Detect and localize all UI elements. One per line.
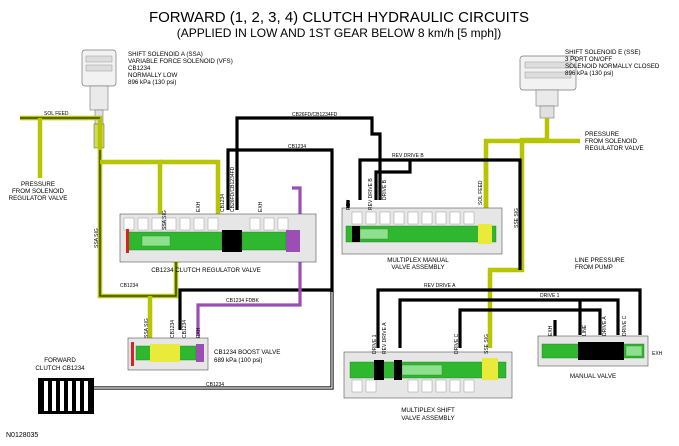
line-pressure-2: FROM PUMP	[575, 264, 613, 271]
shift-solenoid-e	[519, 55, 577, 119]
label-rev: REV	[346, 199, 352, 210]
pressure-right-3: REGULATOR VALVE	[585, 145, 644, 152]
shift-mux-label-2: VALVE ASSEMBLY	[401, 415, 454, 422]
pressure-left-2: FROM SOLENOID	[12, 188, 64, 195]
label-sol-feed: SOL FEED	[44, 111, 69, 117]
multiplex-manual-valve	[341, 207, 503, 255]
ssa-label-3: CB1234	[128, 65, 151, 72]
label-drive-a: DRIVE A	[602, 316, 608, 336]
ssa-label-4: NORMALLY LOW	[128, 72, 177, 79]
multiplex-shift-valve	[343, 351, 513, 399]
label-drive-b-v: DRIVE B	[382, 179, 388, 200]
label-sol-feed-v: SOL FEED	[478, 180, 484, 205]
pressure-left-3: REGULATOR VALVE	[9, 195, 68, 202]
pressure-right-2: FROM SOLENOID	[585, 138, 637, 145]
figure-id: N0128035	[6, 432, 38, 439]
manual-mux-label-2: VALVE ASSEMBLY	[391, 264, 444, 271]
label-cb1234-top: CB1234	[288, 144, 306, 150]
sse-label-4: 896 kPa (130 psi)	[565, 70, 614, 77]
clutch-label-1: FORWARD	[44, 357, 76, 364]
label-ssa-sig: SSA SIG	[94, 228, 100, 248]
label-cb26fd-v: CB26FD/CB1234FD	[230, 166, 236, 212]
label-exh-boost: EXH	[196, 327, 202, 338]
manual-mux-label-1: MULTIPLEX MANUAL	[387, 257, 449, 264]
label-cb26fd-top: CB26FD/CB1234FD	[292, 112, 338, 118]
hydraulic-lines	[90, 116, 642, 390]
sse-label-1: SHIFT SOLENOID E (SSE)	[565, 49, 641, 56]
label-cb1234-boost1: CB1234	[170, 320, 176, 338]
label-rev-drive-b-v: REV DRIVE B	[368, 178, 374, 210]
line-pressure-1: LINE PRESSURE	[575, 257, 625, 264]
diagram-subtitle: (APPLIED IN LOW AND 1ST GEAR BELOW 8 km/…	[177, 26, 502, 40]
label-rev-drive-b: REV DRIVE B	[392, 153, 424, 159]
diagram-title: FORWARD (1, 2, 3, 4) CLUTCH HYDRAULIC CI…	[149, 9, 529, 26]
label-cb1234-low: CB1234	[120, 283, 138, 289]
sse-label-3: SOLENOID NORMALLY CLOSED	[565, 63, 660, 70]
ssa-label-5: 896 kPa (130 psi)	[128, 79, 177, 86]
label-drive-1: DRIVE 1	[540, 293, 560, 299]
clutch-label-2: CLUTCH CB1234	[35, 365, 85, 372]
label-sse-sig: SSE SIG	[514, 208, 520, 228]
cb1234-regulator-valve	[119, 213, 317, 263]
label-drive-c: DRIVE C	[622, 315, 628, 336]
label-cb1234-v: CB1234	[220, 194, 226, 212]
label-rev-drive-a: REV DRIVE A	[424, 283, 456, 289]
sse-label-2: 3 PORT ON/OFF	[565, 56, 612, 63]
label-cb1234-fdbk: CB1234 FDBK	[226, 298, 259, 304]
pressure-right-1: PRESSURE	[585, 131, 619, 138]
ssa-label-2: VARIABLE FORCE SOLENOID (VFS)	[128, 58, 233, 65]
manual-valve	[537, 335, 649, 367]
reg-valve-label: CB1234 CLUTCH REGULATOR VALVE	[151, 267, 261, 274]
boost-valve-label-2: 689 kPa (100 psi)	[214, 357, 263, 364]
label-exh-1: EXH	[196, 201, 202, 212]
pressure-left-1: PRESSURE	[21, 181, 55, 188]
label-drive-1-v: DRIVE 1	[372, 334, 378, 354]
boost-valve-label-1: CB1234 BOOST VALVE	[214, 349, 280, 356]
label-exh-manual: EXH	[548, 325, 554, 336]
label-sse-sig-v: SSE SIG	[484, 334, 490, 354]
label-drive-c-v: DRIVE C	[454, 333, 460, 354]
label-rev-drive-a-v: REV DRIVE A	[382, 322, 388, 354]
label-cb1234-bottom: CB1234	[206, 382, 224, 388]
label-cb1234-boost2: CB1234	[182, 320, 188, 338]
label-ssa-sig-boost: SSA SIG	[144, 318, 150, 338]
label-ssa-sig-valve: SSA SIG	[162, 210, 168, 230]
manual-valve-label: MANUAL VALVE	[570, 373, 616, 380]
label-exh-2: EXH	[258, 201, 264, 212]
forward-clutch	[38, 378, 94, 414]
label-line: LINE	[582, 324, 588, 336]
pressurized-circuit	[20, 115, 580, 348]
shift-mux-label-1: MULTIPLEX SHIFT	[401, 407, 455, 414]
cb1234-boost-valve	[127, 337, 209, 371]
ssa-label-1: SHIFT SOLENOID A (SSA)	[128, 51, 203, 58]
label-exh-right: EXH	[652, 351, 663, 357]
